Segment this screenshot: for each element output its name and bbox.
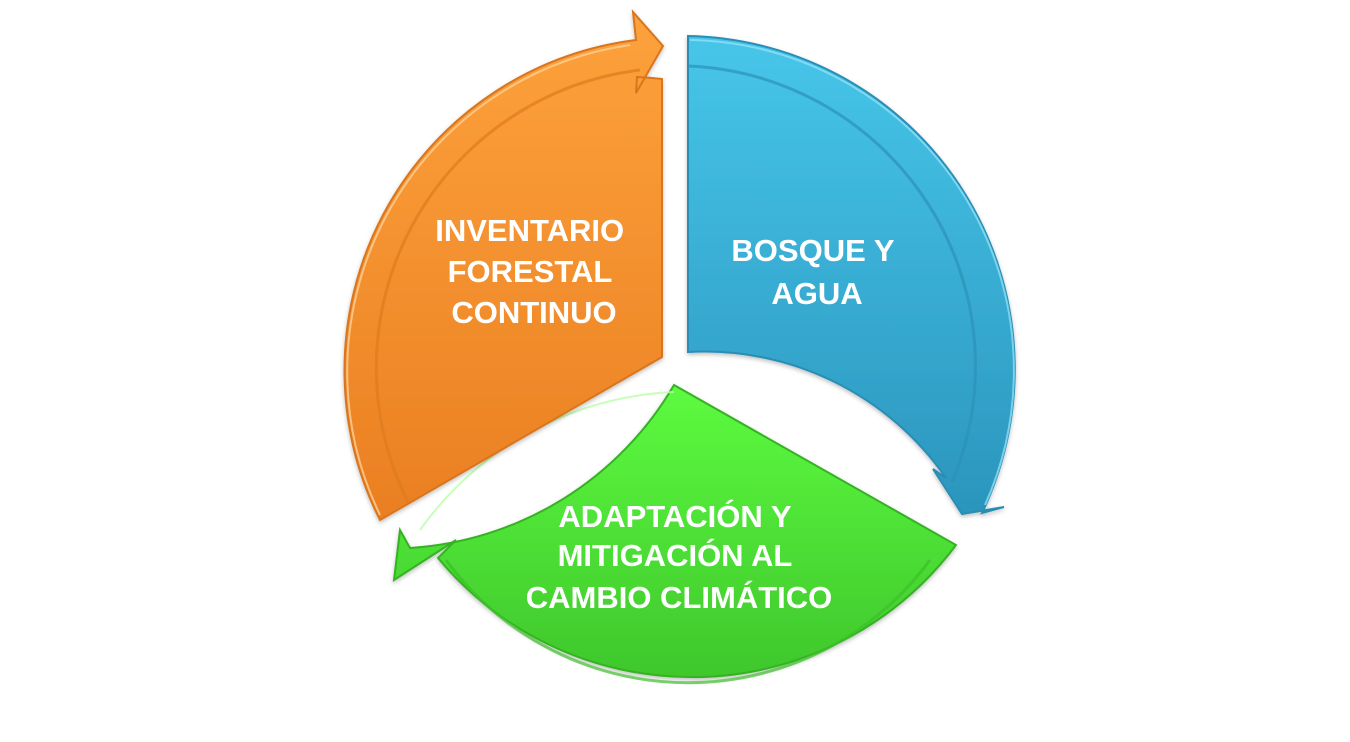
segment-inventario-label-line-2: FORESTAL [448,254,612,289]
segment-adaptacion-label-line-3: CAMBIO CLIMÁTICO [526,580,833,615]
segment-adaptacion-inner-groove [444,559,932,685]
segment-bosque-label: BOSQUE Y AGUA [731,233,902,311]
segment-bosque-highlight [689,39,1015,506]
segment-inventario-inner-groove [374,68,641,503]
segment-inventario-forestal: INVENTARIO FORESTAL CONTINUO [343,8,665,522]
segment-bosque-label-line-2: AGUA [771,276,862,311]
segment-adaptacion-label-line-1: ADAPTACIÓN Y [558,498,791,534]
segment-adaptacion-label: ADAPTACIÓN Y MITIGACIÓN AL CAMBIO CLIMÁT… [526,498,833,615]
segment-adaptacion-label-line-2: MITIGACIÓN AL [558,537,792,573]
segment-inventario-label: INVENTARIO FORESTAL CONTINUO [435,213,633,330]
segment-bosque-inner-groove [687,64,977,483]
segment-inventario-shape [343,8,665,522]
segment-inventario-label-line-3: CONTINUO [451,295,616,330]
segment-bosque-label-line-1: BOSQUE Y [731,233,894,268]
segment-bosque-y-agua: BOSQUE Y AGUA [687,34,1016,516]
segment-inventario-highlight [346,44,631,516]
segment-inventario-label-line-1: INVENTARIO [435,213,624,248]
